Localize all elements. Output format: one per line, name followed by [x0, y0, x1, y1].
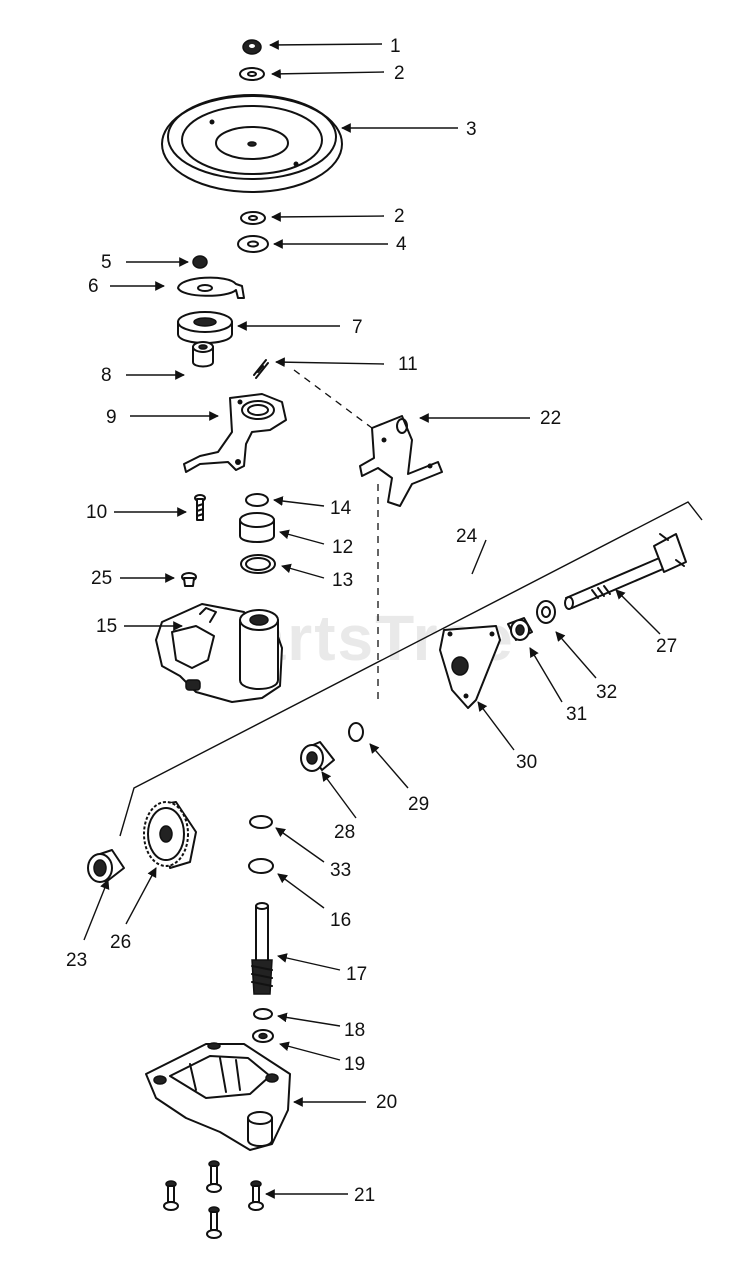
part-12-bushing: [239, 512, 275, 543]
callout-6: 6: [88, 276, 99, 297]
callout-5: 5: [101, 252, 112, 273]
callout-24: 24: [456, 526, 478, 547]
callout-25: 25: [91, 568, 112, 589]
callout-20: 20: [376, 1092, 397, 1113]
part-9-lever-plate: [183, 393, 287, 473]
bolt-c: [248, 1180, 264, 1211]
callout-13: 13: [332, 570, 353, 591]
callout-27: 27: [656, 636, 677, 657]
part-10-bolt: [194, 494, 206, 521]
callout-18: 18: [344, 1020, 365, 1041]
part-22-bracket: [359, 415, 443, 507]
callout-33: 33: [330, 860, 351, 881]
callout-9: 9: [106, 407, 117, 428]
callout-15: 15: [96, 616, 117, 637]
part-20-lower-housing: [145, 1042, 291, 1151]
callout-7: 7: [352, 317, 363, 338]
part-3-pulley: [161, 94, 343, 193]
bolt-b: [163, 1180, 179, 1211]
callout-29: 29: [408, 794, 429, 815]
part-2-washer-lower: [240, 211, 266, 225]
part-31-bushing: [507, 617, 533, 641]
part-33-washer: [249, 815, 273, 829]
bolt-a: [206, 1160, 222, 1193]
leader-arrows: [83, 40, 661, 1199]
part-16-washer: [248, 858, 274, 874]
part-17-worm-shaft: [251, 902, 273, 995]
part-25-screw: [181, 572, 197, 587]
callout-32: 32: [596, 682, 617, 703]
callout-19: 19: [344, 1054, 365, 1075]
part-26-gear: [143, 801, 197, 869]
part-7-bearing: [177, 311, 233, 344]
callout-12: 12: [332, 537, 353, 558]
part-27-shaft: [564, 533, 687, 610]
callout-21: 21: [354, 1185, 375, 1206]
callout-3: 3: [466, 119, 477, 140]
part-30-plate: [439, 625, 501, 709]
callout-26: 26: [110, 932, 131, 953]
part-5-nut: [192, 255, 208, 269]
callout-14: 14: [330, 498, 352, 519]
callout-4: 4: [396, 234, 407, 255]
part-19-washer: [252, 1029, 274, 1043]
callout-22: 22: [540, 408, 561, 429]
part-2-washer-upper: [239, 67, 265, 81]
part-1-nut: [242, 39, 262, 55]
callout-31: 31: [566, 704, 587, 725]
callout-17: 17: [346, 964, 367, 985]
part-6-bracket: [177, 276, 245, 299]
callout-8: 8: [101, 365, 112, 386]
bolt-d: [206, 1206, 222, 1239]
part-4-washer: [237, 235, 269, 253]
part-21-bolts: [163, 1160, 264, 1239]
callout-30: 30: [516, 752, 537, 773]
part-8-bushing: [192, 341, 214, 368]
part-13-washer: [240, 554, 276, 574]
callout-10: 10: [86, 502, 107, 523]
part-29-o-ring: [348, 722, 364, 742]
part-15-upper-housing: [155, 603, 283, 703]
part-32-washer: [536, 600, 556, 624]
part-28-bushing: [300, 741, 335, 772]
callout-2-lower: 2: [394, 206, 405, 227]
callout-11: 11: [398, 354, 418, 375]
callout-16: 16: [330, 910, 351, 931]
part-14-o-ring: [245, 493, 269, 507]
part-23-bushing: [87, 849, 125, 883]
callout-28: 28: [334, 822, 355, 843]
callout-1: 1: [390, 36, 401, 57]
assembly-lines: [119, 369, 703, 837]
part-18-washer: [253, 1008, 273, 1020]
callout-2-upper: 2: [394, 63, 405, 84]
part-11-spring: [253, 359, 269, 379]
callout-23: 23: [66, 950, 87, 971]
callout-numbers: 1 2 3 2 4 5 6 7 8 11 9 22 10 14 12 25 13…: [66, 36, 677, 1206]
